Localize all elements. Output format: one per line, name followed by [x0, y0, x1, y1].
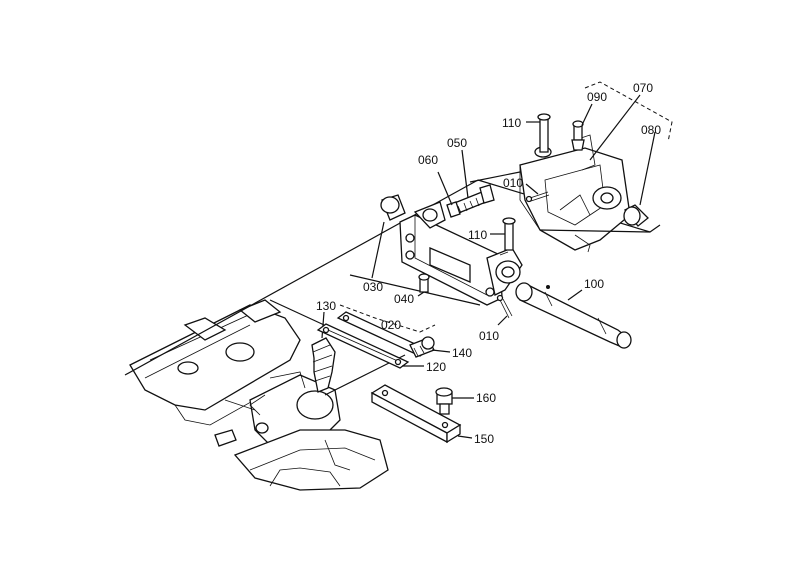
leader-030 — [371, 221, 385, 279]
leader-080 — [639, 131, 656, 206]
label-110-upper: 110 — [502, 116, 521, 130]
block-150 — [370, 384, 462, 444]
bolt-160 — [435, 387, 453, 415]
leader-130 — [321, 311, 325, 339]
leader-010-lower — [497, 315, 508, 326]
label-160: 160 — [476, 391, 496, 405]
label-100: 100 — [584, 277, 604, 291]
label-070: 070 — [633, 81, 653, 95]
label-090: 090 — [587, 90, 607, 104]
leader-150 — [457, 435, 473, 439]
label-060: 060 — [418, 153, 438, 167]
leader-070 — [589, 94, 641, 161]
cotter-pin-010-upper — [525, 191, 550, 203]
label-050: 050 — [447, 136, 467, 150]
leader-060 — [437, 171, 453, 206]
leader-040 — [417, 291, 425, 297]
pivot-bracket-070 — [519, 134, 661, 253]
leader-050 — [461, 149, 469, 199]
fitting-140 — [409, 336, 435, 358]
group-outline-020 — [339, 304, 436, 333]
pin-110-upper — [537, 113, 551, 153]
label-040: 040 — [394, 292, 414, 306]
leader-100 — [567, 289, 583, 301]
label-120: 120 — [426, 360, 446, 374]
leader-090 — [581, 103, 593, 126]
label-130: 130 — [316, 299, 336, 313]
bushing-080 — [623, 204, 649, 227]
label-110-lower: 110 — [468, 228, 487, 242]
label-010-upper: 010 — [503, 176, 523, 190]
engine-block — [129, 299, 389, 491]
leader-140 — [431, 349, 451, 353]
cotter-pin-010-lower — [496, 294, 513, 319]
label-030: 030 — [363, 280, 383, 294]
label-080: 080 — [641, 123, 661, 137]
hose-130 — [311, 337, 336, 393]
pin-110-lower — [502, 217, 516, 251]
group-outline-070 — [584, 81, 673, 143]
gasket-plate-120 — [316, 311, 430, 369]
label-010-lower: 010 — [479, 329, 499, 343]
bushing-030 — [380, 194, 406, 221]
support-bracket-020 — [399, 201, 523, 306]
grease-nipple-090 — [571, 120, 585, 151]
label-020: 020 — [381, 318, 401, 332]
nut-060 — [446, 201, 461, 218]
label-140: 140 — [452, 346, 472, 360]
label-150: 150 — [474, 432, 494, 446]
grease-nipple-040 — [418, 273, 430, 293]
leader-010-upper — [525, 183, 539, 195]
shaft-100 — [515, 282, 632, 349]
